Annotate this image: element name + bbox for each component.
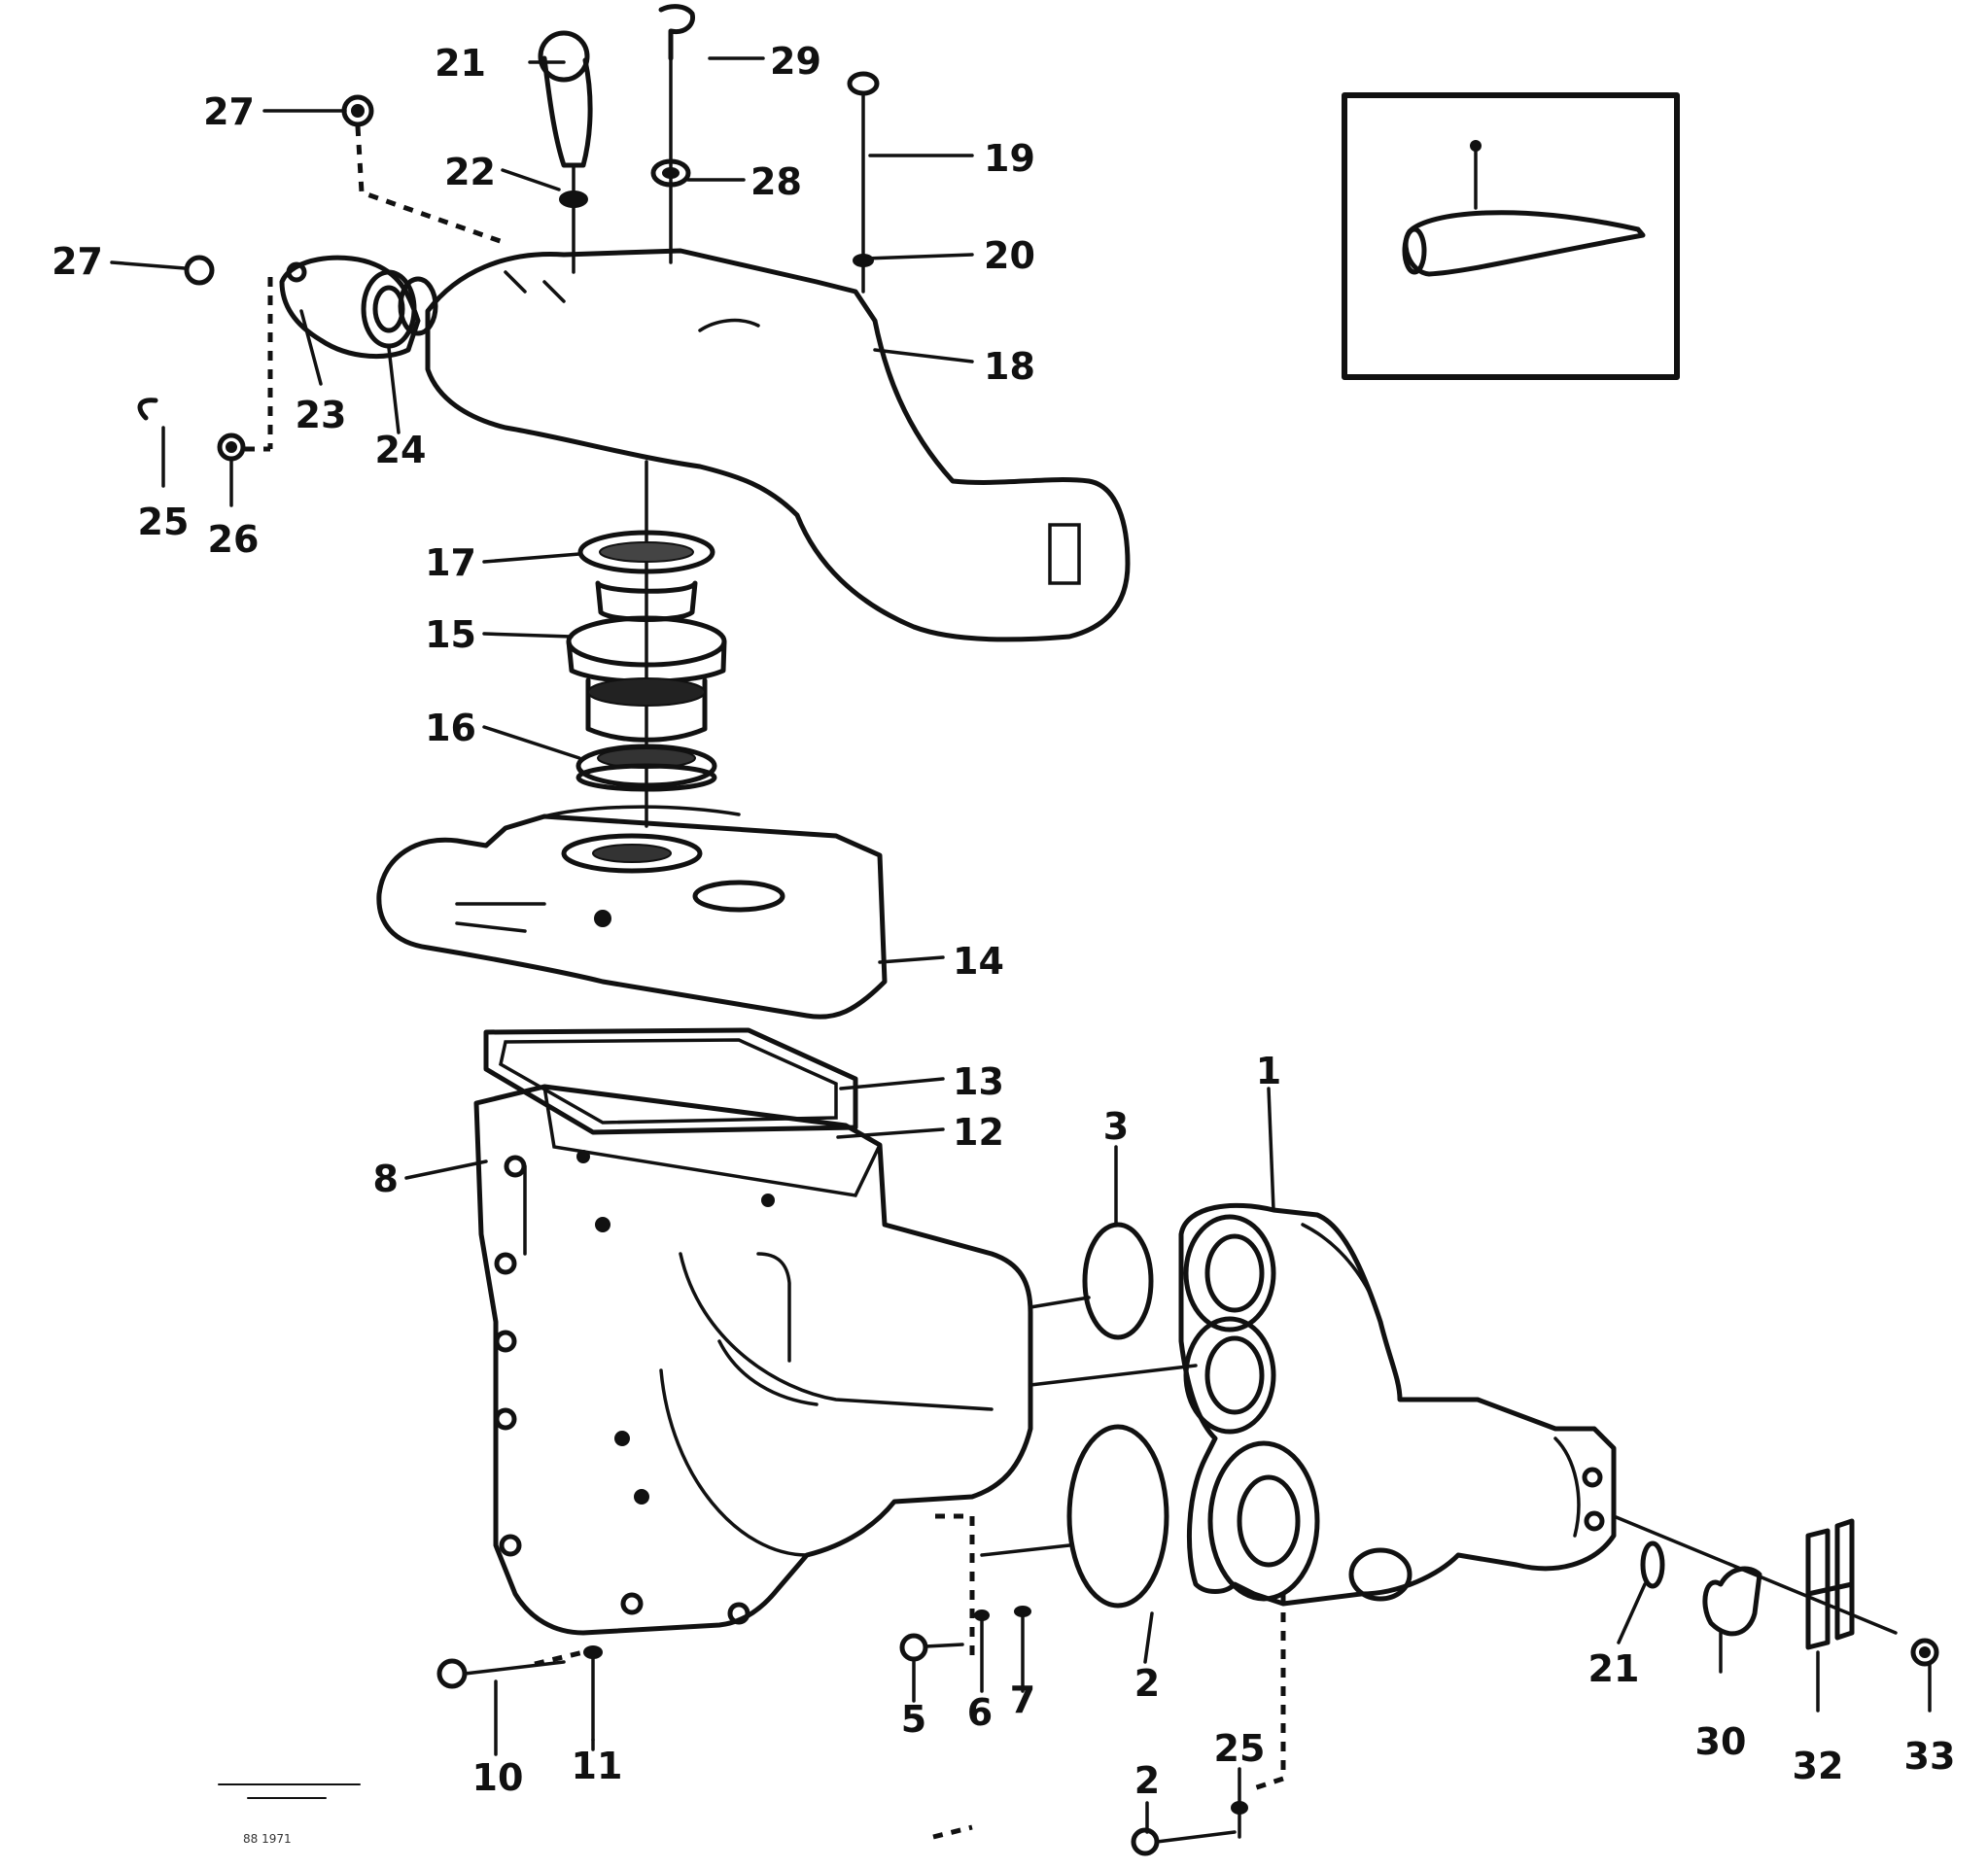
bottom-fasteners (436, 1513, 1939, 1856)
callout-11: 11 (572, 1745, 623, 1787)
alignment-dashes-top (245, 125, 506, 452)
callout-27-top: 27 (203, 90, 255, 133)
callout-2-lower: 2 (1134, 1662, 1160, 1705)
callout-26: 26 (208, 518, 260, 561)
callout-14: 14 (953, 940, 1004, 983)
callout-27-left: 27 (52, 240, 103, 283)
inset-detail-box (1342, 92, 1680, 380)
callout-24: 24 (375, 429, 427, 471)
callout-21-top: 21 (435, 42, 486, 85)
callout-16: 16 (425, 707, 476, 749)
callout-20: 20 (984, 234, 1035, 277)
callout-22: 22 (444, 151, 496, 193)
gaskets (483, 1027, 858, 1135)
callout-28: 28 (750, 160, 802, 203)
callout-17: 17 (425, 541, 476, 584)
lower-housing (473, 1084, 1033, 1636)
callout-labels: 21 27 29 22 28 19 20 27 18 23 24 25 26 1… (52, 40, 1955, 1802)
o-rings (1066, 1222, 1169, 1609)
callout-30: 30 (1695, 1720, 1747, 1763)
callout-29: 29 (770, 40, 821, 83)
leader-lines (110, 56, 1932, 1834)
callout-4: 2 (1134, 1759, 1160, 1802)
callout-6: 6 (967, 1691, 993, 1734)
callout-25-left: 25 (138, 501, 190, 543)
callout-5: 5 (901, 1698, 926, 1741)
callout-12: 12 (953, 1111, 1004, 1154)
drawing-code: 88 1971 (243, 1832, 292, 1846)
pump-housing (1178, 1202, 1617, 1607)
callout-32: 32 (1793, 1745, 1844, 1787)
callout-1: 1 (1256, 1050, 1281, 1092)
callout-25-bottom: 25 (1214, 1727, 1266, 1770)
callout-19: 19 (984, 137, 1035, 180)
top-fasteners (137, 4, 880, 462)
thermostat-stack (566, 460, 727, 828)
callout-7: 7 (1010, 1679, 1035, 1721)
callout-23: 23 (296, 394, 347, 436)
callout-13: 13 (953, 1060, 1004, 1103)
thermostat-housing (376, 805, 888, 1020)
callout-10: 10 (472, 1756, 524, 1799)
upper-elbow-pipe (425, 248, 1131, 642)
connection-lines (980, 1296, 1898, 1635)
callout-18: 18 (984, 345, 1035, 388)
footer-stamp: 88 1971 (218, 1783, 361, 1846)
callout-15: 15 (425, 613, 476, 656)
left-flange-assembly (279, 255, 438, 360)
callout-33: 33 (1904, 1735, 1956, 1778)
callout-8: 8 (373, 1158, 399, 1200)
callout-21-right: 21 (1588, 1647, 1640, 1690)
callout-3: 3 (1103, 1105, 1129, 1148)
